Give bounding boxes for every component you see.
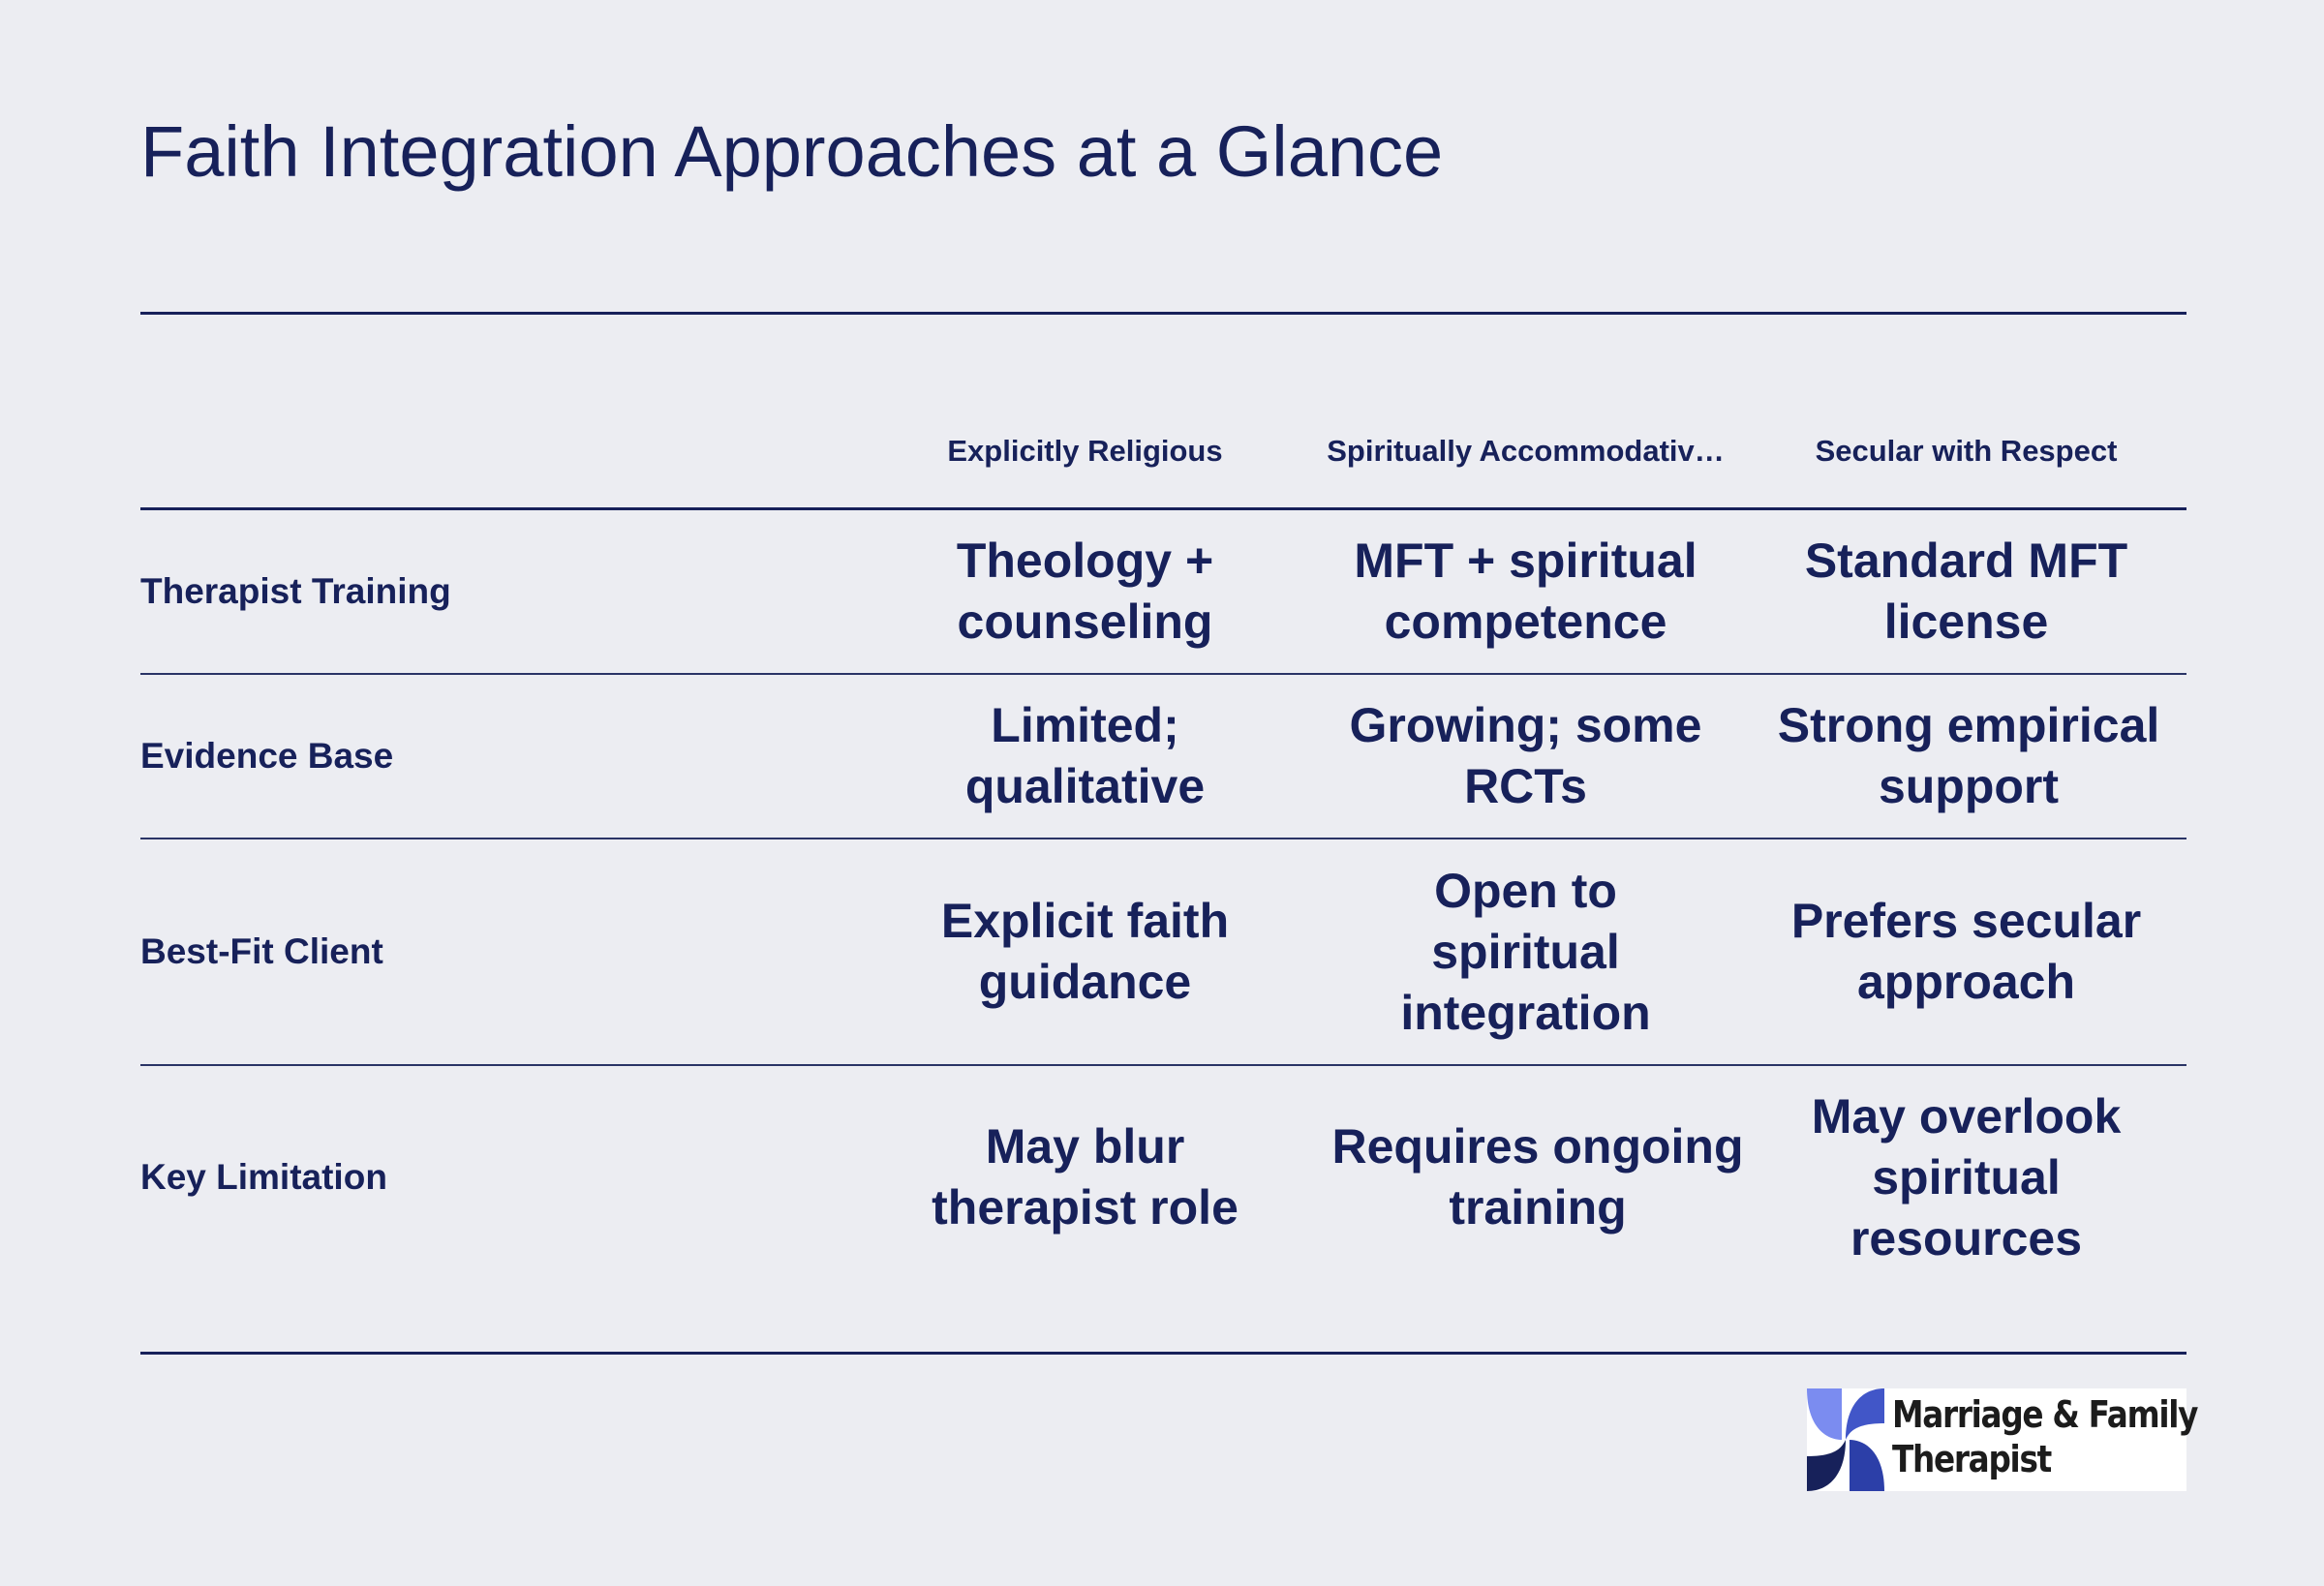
comparison-table: Explicitly Religious Spiritually Accommo… bbox=[140, 395, 2186, 1289]
row-label: Evidence Base bbox=[140, 674, 865, 839]
brand-logo: Marriage & Family Therapist bbox=[1807, 1388, 2198, 1491]
column-header-spiritually-accommodative: Spiritually Accommodativ… bbox=[1305, 395, 1746, 510]
row-label: Therapist Training bbox=[140, 508, 865, 675]
table-row-best-fit-client: Best-Fit Client Explicit faith guidance … bbox=[140, 839, 2186, 1066]
table-cell: Limited; qualitative bbox=[865, 674, 1305, 839]
table-cell: May blur therapist role bbox=[932, 1119, 1238, 1235]
bottom-rule bbox=[140, 1352, 2186, 1355]
table-cell: Growing; some RCTs bbox=[1305, 674, 1746, 839]
table-cell: MFT + spiritual competence bbox=[1305, 508, 1746, 675]
logo-line-1: Marriage & Family bbox=[1892, 1393, 2198, 1436]
column-header-explicitly-religious: Explicitly Religious bbox=[865, 395, 1305, 510]
column-header-blank bbox=[140, 395, 865, 510]
header-row: Explicitly Religious Spiritually Accommo… bbox=[140, 395, 2186, 510]
table-row-therapist-training: Therapist Training Theology + counseling… bbox=[140, 508, 2186, 675]
table-row-key-limitation: Key Limitation May blur therapist role R… bbox=[140, 1065, 2186, 1289]
table-cell: Explicit faith guidance bbox=[865, 839, 1305, 1066]
row-label: Key Limitation bbox=[140, 1157, 387, 1197]
pinwheel-logo-icon bbox=[1807, 1388, 1884, 1491]
row-label: Best-Fit Client bbox=[140, 839, 865, 1066]
table-cell: May overlook spiritual resources bbox=[1811, 1088, 2122, 1266]
table-row-evidence-base: Evidence Base Limited; qualitative Growi… bbox=[140, 674, 2186, 839]
table-cell: Open to spiritual integration bbox=[1305, 839, 1746, 1066]
top-rule bbox=[140, 312, 2186, 315]
table-cell: Theology + counseling bbox=[865, 508, 1305, 675]
chart-title: Faith Integration Approaches at a Glance bbox=[140, 111, 1444, 192]
column-header-secular-with-respect: Secular with Respect bbox=[1746, 395, 2186, 510]
table-cell: Requires ongoing training bbox=[1331, 1119, 1744, 1235]
table-cell: Prefers secular approach bbox=[1746, 839, 2186, 1066]
table-cell: Strong empirical support bbox=[1746, 674, 2186, 839]
page: Faith Integration Approaches at a Glance… bbox=[140, 0, 2198, 1586]
logo-text: Marriage & Family Therapist bbox=[1892, 1392, 2198, 1481]
logo-line-2: Therapist bbox=[1892, 1438, 2052, 1480]
table-cell: Standard MFT license bbox=[1746, 508, 2186, 675]
